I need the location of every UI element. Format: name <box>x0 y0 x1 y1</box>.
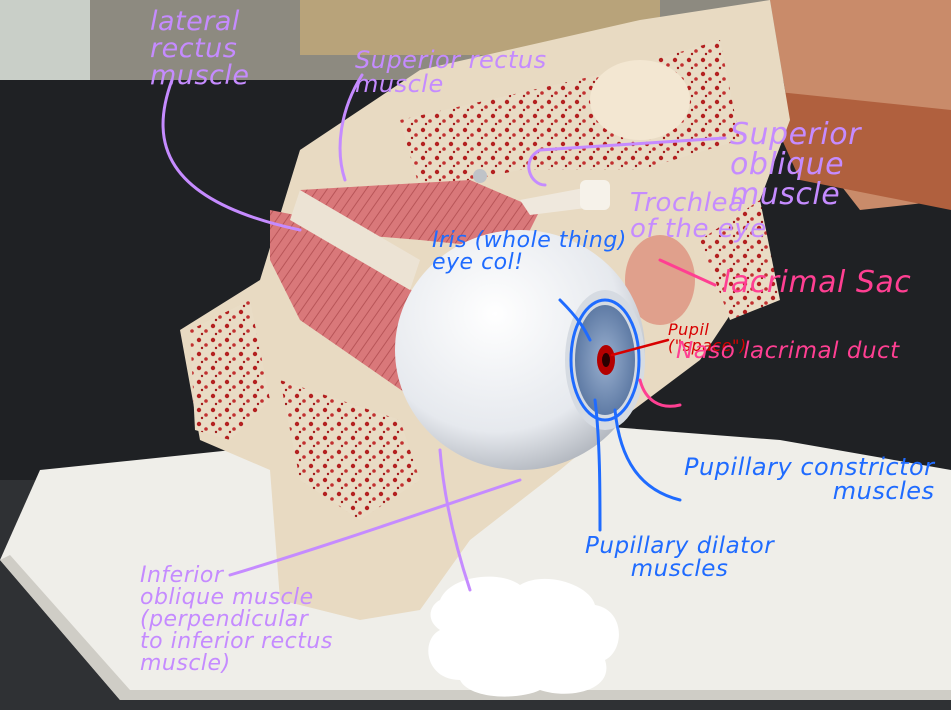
inferior-oblique-pointer <box>228 478 522 577</box>
iris-outline <box>569 298 641 422</box>
inferior-oblique-pointer-2 <box>438 448 472 592</box>
lacrimal-gland <box>625 235 695 325</box>
model-base <box>0 420 951 700</box>
sinus-cavity <box>590 60 690 140</box>
window-left <box>0 0 90 80</box>
superior-rectus-pointer <box>338 73 364 182</box>
pupil-center <box>602 353 610 367</box>
white-blob <box>428 576 619 697</box>
label-inferior-oblique: Inferior oblique muscle (perpendicular t… <box>140 563 333 676</box>
trochlea <box>580 180 610 210</box>
label-superior-oblique: Superior oblique muscle <box>730 117 861 212</box>
label-pupillary-constrictor: Pupillary constrictor muscles <box>684 453 935 505</box>
superior-oblique-pointer <box>527 136 727 187</box>
dilator-pointer <box>593 398 602 532</box>
pin <box>473 169 487 183</box>
label-pupillary-dilator: Pupillary dilator muscles <box>585 533 775 582</box>
bone-texture-lower <box>280 380 420 520</box>
lacrimal-sac-pointer <box>658 258 717 287</box>
label-lacrimal-sac: lacrimal Sac <box>722 265 912 300</box>
bone-texture-left <box>190 300 270 440</box>
nasolacrimal-pointer <box>638 378 682 408</box>
bone-texture-right <box>700 200 780 320</box>
label-superior-rectus: Superior rectus muscle <box>355 46 547 98</box>
iris-pointer <box>558 298 592 342</box>
pupil-pointer <box>610 338 670 357</box>
muscle-model-arm <box>760 90 951 210</box>
lateral-rectus-pointer <box>161 78 302 232</box>
label-iris: Iris (whole thing) eye col! <box>432 228 627 275</box>
label-trochlea: Trochlea of the eye <box>630 188 767 244</box>
label-lateral-rectus: lateral rectus muscle <box>150 6 250 91</box>
optic-nerve <box>290 190 420 290</box>
constrictor-pointer <box>613 408 682 502</box>
label-pupil: Pupil ("space") <box>668 320 747 355</box>
label-nasolacrimal-duct: Naso lacrimal duct <box>676 338 900 364</box>
